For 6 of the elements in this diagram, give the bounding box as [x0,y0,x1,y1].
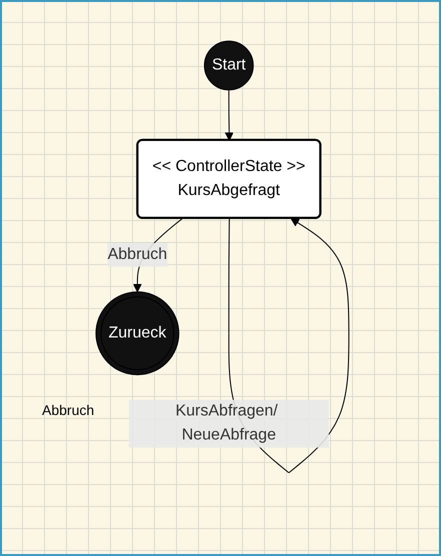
edge-label: Abbruch [108,246,168,263]
arrow [224,89,234,141]
node-circle: Zurueck [96,291,180,376]
edge-label: KursAbfragen/ NeueAbfrage [176,402,278,444]
transition-label: Abbruch [42,402,94,418]
node-circle: Start [204,40,254,90]
